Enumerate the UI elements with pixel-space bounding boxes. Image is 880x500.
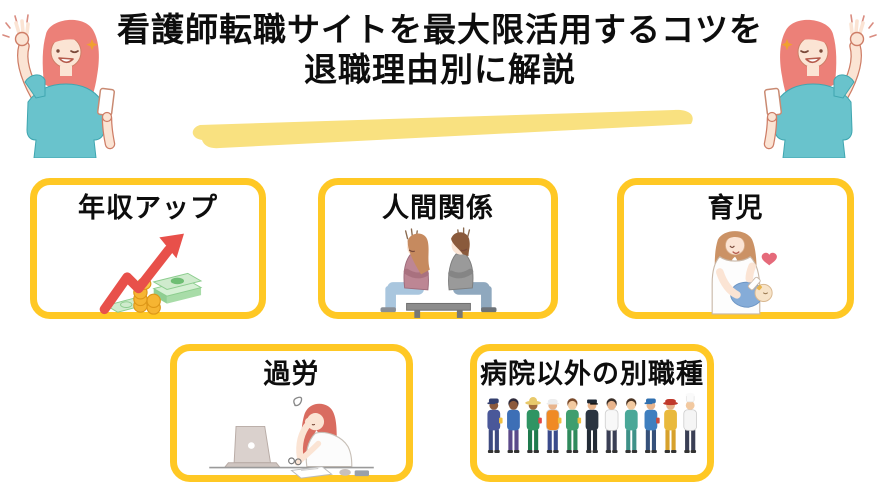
card-other-professions: 病院以外の別職種 [470, 344, 714, 482]
page-title-line1: 看護師転職サイトを最大限活用するコツを [117, 11, 763, 48]
professions-lineup-icon [487, 392, 697, 453]
card-salary-up-label: 年収アップ [78, 193, 218, 223]
card-relationships-label: 人間関係 [382, 193, 494, 223]
card-relationships: 人間関係 [318, 178, 558, 319]
page-title-line2: 退職理由別に解説 [304, 51, 576, 88]
mother-feeding-baby-icon [711, 230, 777, 315]
card-overwork: 過労 [170, 344, 413, 482]
card-childcare: 育児 [617, 178, 854, 319]
card-other-professions-label: 病院以外の別職種 [480, 359, 704, 389]
card-overwork-label: 過労 [263, 359, 320, 389]
yellow-marker-underline [192, 109, 693, 149]
back-to-back-couple-icon [380, 227, 496, 318]
tired-nurse-laptop-icon [208, 396, 374, 479]
rising-arrow-money-icon [99, 233, 203, 315]
card-childcare-label: 育児 [707, 193, 764, 223]
card-salary-up: 年収アップ [30, 178, 266, 319]
